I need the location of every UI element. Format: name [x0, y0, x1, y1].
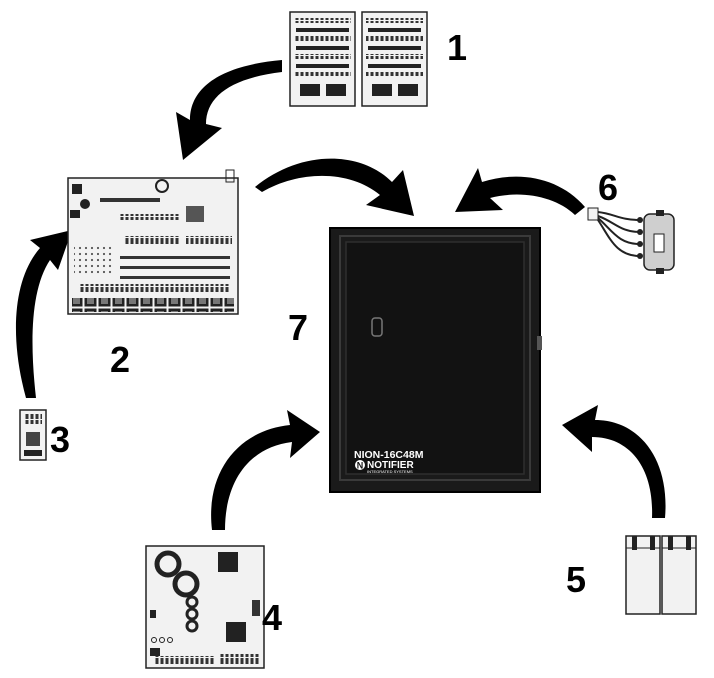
label-3: 3	[50, 419, 70, 460]
enclosure-cabinet: NION-16C48M N NOTIFIER INTEGRATED SYSTEM…	[329, 227, 542, 493]
enclosure-brand-subtitle: INTEGRATED SYSTEMS	[367, 469, 413, 474]
arrow-1-to-2	[176, 60, 282, 160]
expander-board-right	[361, 11, 428, 107]
label-1: 1	[447, 27, 467, 68]
cable-harness	[587, 207, 675, 274]
expander-board-left	[289, 11, 356, 107]
battery-pair	[625, 535, 697, 615]
label-6: 6	[598, 167, 618, 208]
number-labels: 1 2 3 4 5 6 7	[50, 27, 618, 638]
label-2: 2	[110, 339, 130, 380]
arrow-4-to-7	[211, 410, 320, 530]
label-7: 7	[288, 307, 308, 348]
arrow-5-to-7	[562, 405, 666, 518]
arrow-6-to-7	[455, 168, 585, 215]
logo-letter: N	[357, 461, 364, 471]
enclosure-brand-text: NOTIFIER	[367, 460, 414, 471]
arrows	[15, 60, 666, 530]
arrow-3-to-2	[15, 230, 73, 398]
label-4: 4	[262, 597, 282, 638]
enclosure-model-text: NION-16C48M	[354, 449, 424, 461]
arrow-2-to-7	[255, 158, 414, 216]
power-supply-board	[145, 545, 265, 669]
notifier-logo-icon	[355, 460, 365, 470]
main-control-board	[67, 169, 239, 315]
expander-board-pair	[289, 11, 428, 107]
small-module	[19, 409, 47, 461]
label-5: 5	[566, 559, 586, 600]
